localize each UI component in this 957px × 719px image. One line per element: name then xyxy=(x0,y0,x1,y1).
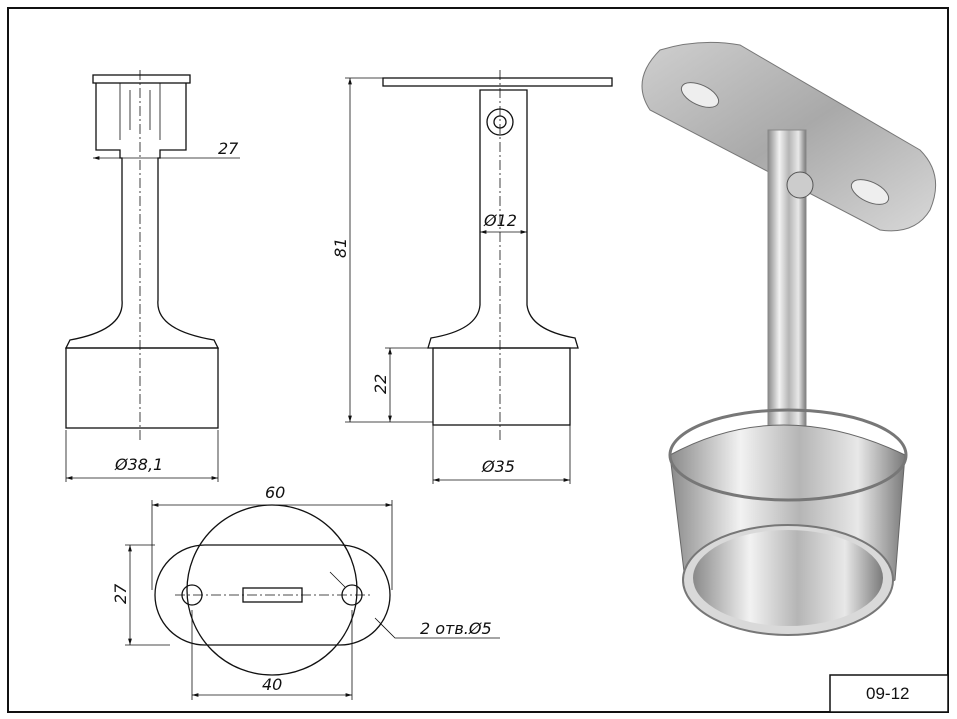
drawing-code: 09-12 xyxy=(866,684,909,703)
code-box xyxy=(829,674,949,713)
frame-border xyxy=(7,7,949,713)
side-view: 81 22 Ø12 Ø35 xyxy=(331,70,613,484)
dim-cup-diameter-side: Ø35 xyxy=(481,457,515,476)
front-view: 27 Ø38,1 xyxy=(64,70,240,482)
holes-note: 2 отв.Ø5 xyxy=(420,619,492,638)
dim-cup-diameter-front: Ø38,1 xyxy=(114,455,163,474)
dim-plate-length: 60 xyxy=(265,483,285,502)
dim-total-height: 81 xyxy=(331,238,350,258)
plan-view: 60 27 40 2 отв.Ø5 xyxy=(111,483,500,700)
dim-top-width: 27 xyxy=(218,139,239,158)
dim-plate-width: 27 xyxy=(111,583,130,604)
dim-stem-diameter: Ø12 xyxy=(483,211,517,230)
dim-hole-spacing: 40 xyxy=(262,675,282,694)
dim-cup-height: 22 xyxy=(371,374,390,394)
product-render xyxy=(641,41,937,636)
